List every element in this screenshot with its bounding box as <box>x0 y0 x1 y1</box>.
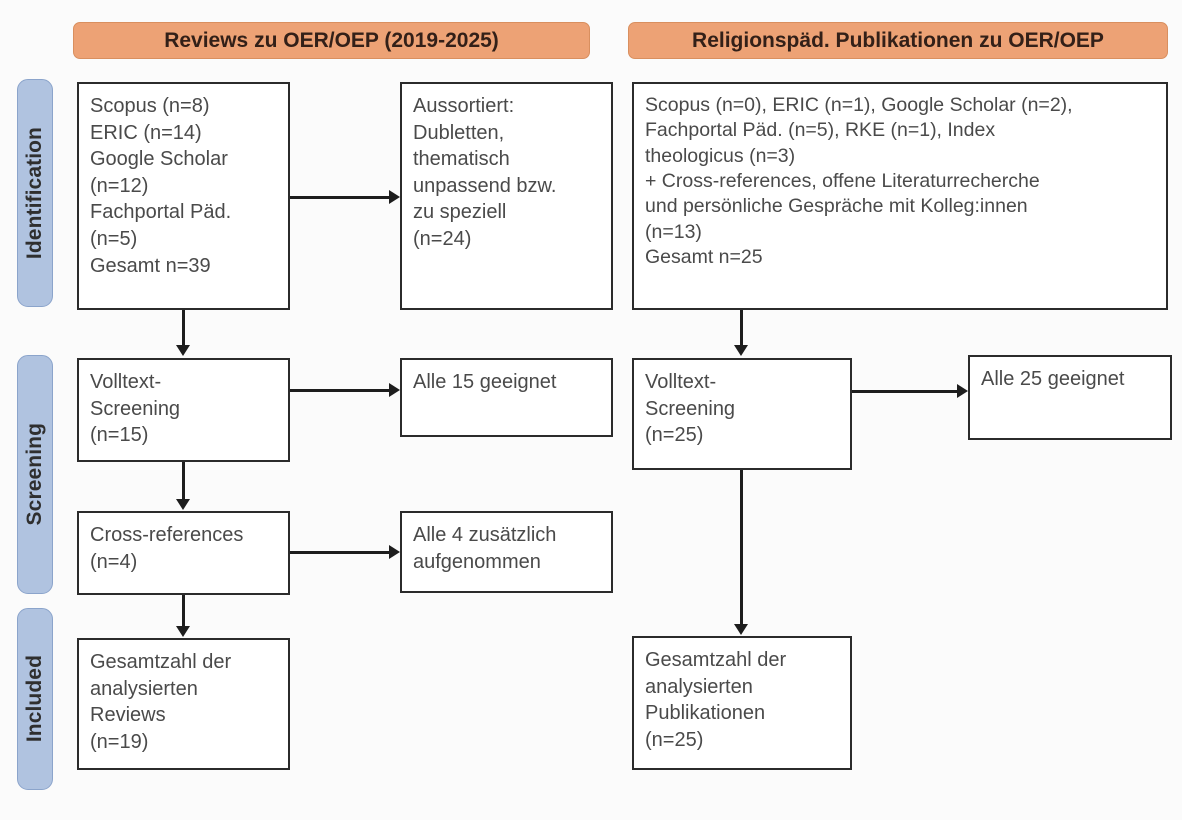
connector-right-screening-to-suitable <box>852 390 957 393</box>
box-right-fulltext-screening: Volltext- Screening (n=25) <box>632 358 852 470</box>
stage-tab-screening: Screening <box>17 355 53 594</box>
stage-tab-included-label: Included <box>23 655 46 743</box>
box-right-all-suitable: Alle 25 geeignet <box>968 355 1172 440</box>
connector-right-screening-to-included <box>740 470 743 625</box>
arrowhead-right-screening-to-included <box>734 624 748 635</box>
connector-left-crossrefs-to-included <box>182 595 185 627</box>
arrowhead-right-screening-to-suitable <box>957 384 968 398</box>
box-left-all-suitable: Alle 15 geeignet <box>400 358 613 437</box>
connector-left-screening-to-crossrefs <box>182 462 185 500</box>
stage-tab-screening-label: Screening <box>23 423 46 526</box>
column-header-reviews: Reviews zu OER/OEP (2019-2025) <box>73 22 590 59</box>
connector-left-crossrefs-to-added <box>290 551 389 554</box>
connector-right-sources-to-screening <box>740 310 743 346</box>
stage-tab-identification-label: Identification <box>23 126 46 260</box>
arrowhead-left-crossrefs-to-added <box>389 545 400 559</box>
box-left-included-total: Gesamtzahl der analysierten Reviews (n=1… <box>77 638 290 770</box>
arrowhead-left-screening-to-suitable <box>389 383 400 397</box>
box-right-included-total: Gesamtzahl der analysierten Publikatione… <box>632 636 852 770</box>
arrowhead-left-sources-to-excluded <box>389 190 400 204</box>
stage-tab-included: Included <box>17 608 53 790</box>
box-left-identification-sources: Scopus (n=8) ERIC (n=14) Google Scholar … <box>77 82 290 310</box>
box-left-fulltext-screening: Volltext- Screening (n=15) <box>77 358 290 462</box>
box-left-excluded: Aussortiert: Dubletten, thematisch unpas… <box>400 82 613 310</box>
connector-left-screening-to-suitable <box>290 389 389 392</box>
arrowhead-left-screening-to-crossrefs <box>176 499 190 510</box>
arrowhead-left-sources-to-screening <box>176 345 190 356</box>
box-right-identification-sources: Scopus (n=0), ERIC (n=1), Google Scholar… <box>632 82 1168 310</box>
box-left-cross-references: Cross-references (n=4) <box>77 511 290 595</box>
connector-left-sources-to-excluded <box>290 196 389 199</box>
column-header-publikationen: Religionspäd. Publikationen zu OER/OEP <box>628 22 1168 59</box>
connector-left-sources-to-screening <box>182 310 185 346</box>
arrowhead-left-crossrefs-to-included <box>176 626 190 637</box>
stage-tab-identification: Identification <box>17 79 53 307</box>
box-left-all-added: Alle 4 zusätzlich aufgenommen <box>400 511 613 593</box>
arrowhead-right-sources-to-screening <box>734 345 748 356</box>
